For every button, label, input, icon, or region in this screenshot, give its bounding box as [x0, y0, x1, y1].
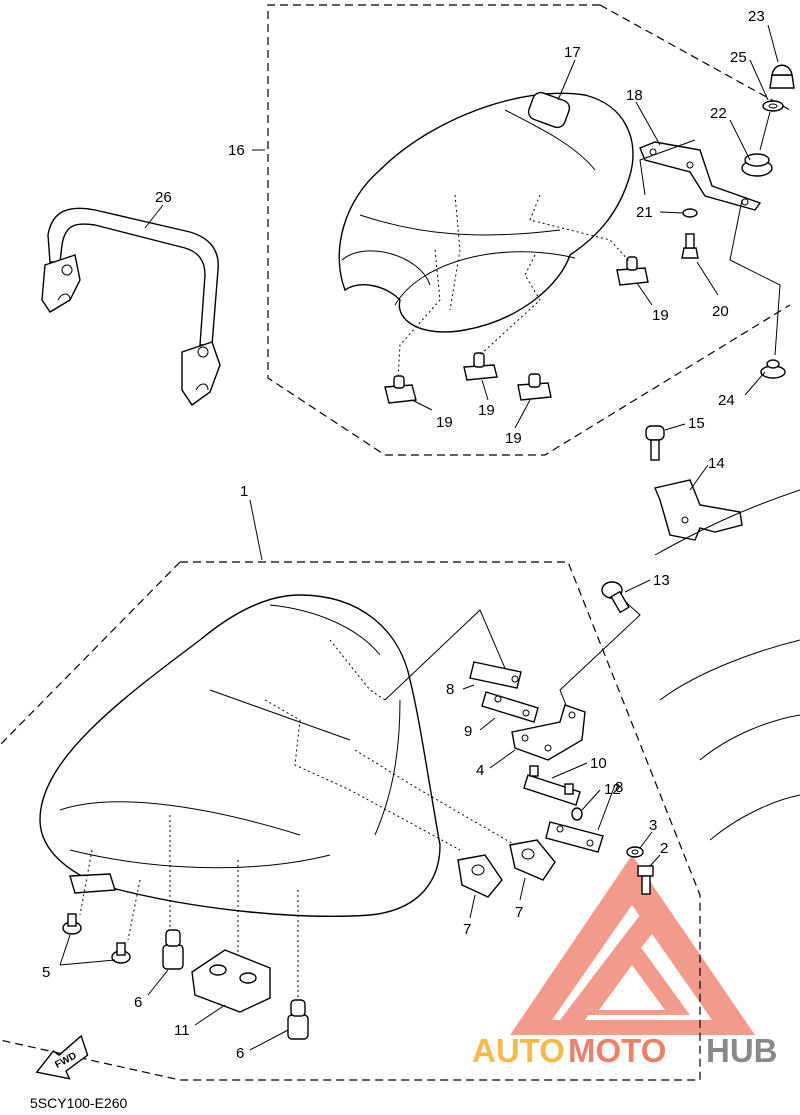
fender-outline-1 [659, 639, 800, 701]
plate-10 [523, 765, 581, 806]
callout-23: 23 [748, 8, 765, 25]
washer-21 [682, 208, 698, 218]
callout-17: 17 [564, 44, 581, 61]
callout-19-c: 19 [505, 430, 522, 447]
callout-3: 3 [649, 817, 657, 834]
bolt-5-a [62, 913, 82, 935]
washer-25 [762, 100, 784, 112]
link-8a [329, 639, 386, 701]
fender-outline-3 [709, 794, 800, 841]
callout-6-a: 6 [134, 994, 142, 1011]
clip-19-a [384, 375, 417, 404]
plate-8-upper [469, 661, 522, 689]
collar-12 [571, 807, 583, 821]
link-5b [127, 879, 141, 941]
callout-12: 12 [604, 781, 621, 798]
link-19b [479, 254, 541, 356]
callout-24: 24 [718, 392, 735, 409]
grab-bar-26 [41, 207, 221, 406]
bolt-13 [601, 581, 630, 614]
plate-9 [481, 691, 539, 723]
clip-7-a [457, 854, 503, 898]
clip-7-b [509, 839, 556, 881]
watermark-auto: AUTO [472, 1032, 565, 1069]
callout-16: 16 [228, 142, 245, 159]
callout-4: 4 [476, 762, 484, 779]
rear-seat [338, 91, 634, 333]
callout-19-d: 19 [652, 307, 669, 324]
fender-outline-2 [699, 714, 800, 761]
acorn-nut-23 [769, 64, 795, 89]
diagram-code: 5SCY100-E260 [30, 1095, 128, 1111]
bolt-20 [681, 233, 699, 259]
bolt-2 [637, 865, 654, 895]
rear-fender-edge [654, 489, 800, 556]
main-seat-boundary-edge [0, 561, 181, 746]
callout-26: 26 [155, 189, 172, 206]
link-5a [79, 849, 93, 916]
callout-5: 5 [42, 964, 50, 981]
damper-11 [191, 949, 271, 1013]
damper-6-b [287, 999, 309, 1040]
callout-10: 10 [590, 755, 607, 772]
callout-18: 18 [626, 87, 643, 104]
clip-19-d [616, 256, 649, 286]
clip-19-b [463, 352, 498, 381]
rear-seat-group-boundary [267, 4, 791, 456]
link-19a [449, 194, 461, 311]
link-8b [384, 609, 511, 701]
plate-8-lower [545, 821, 604, 853]
watermark-logo [510, 855, 755, 1035]
forward-arrow-icon [35, 1034, 89, 1080]
bracket-14 [654, 479, 743, 541]
rear-seat-boundary-edge [599, 4, 791, 111]
washer-3 [626, 846, 644, 858]
callout-13: 13 [653, 572, 670, 589]
bracket-4 [511, 704, 586, 761]
leader-lines [59, 24, 779, 1051]
link-19a-2 [397, 249, 441, 379]
main-seat-group-boundary [0, 561, 701, 1081]
link-7b [354, 749, 516, 846]
callout-14: 14 [708, 455, 725, 472]
callout-9: 9 [464, 723, 472, 740]
main-seat [39, 594, 441, 917]
watermark-moto: MOTO [568, 1032, 666, 1069]
grommet-24 [760, 359, 786, 379]
callout-8-b: 8 [615, 779, 623, 796]
link-13 [559, 594, 641, 716]
callout-7-b: 7 [515, 904, 523, 921]
callout-25: 25 [730, 49, 747, 66]
callout-11: 11 [174, 1022, 190, 1039]
callout-1: 1 [240, 483, 248, 500]
callout-22: 22 [710, 105, 727, 122]
bolt-5-b [111, 942, 131, 964]
watermark-hub: HUB [706, 1032, 778, 1069]
bolt-15 [645, 425, 665, 461]
callout-6-b: 6 [236, 1045, 244, 1062]
link-18 [639, 139, 696, 196]
callout-2: 2 [660, 840, 668, 857]
callout-21: 21 [636, 204, 653, 221]
callout-19-b: 19 [478, 402, 495, 419]
link-25 [759, 111, 771, 151]
callout-20: 20 [712, 303, 729, 320]
bracket-18 [639, 141, 762, 211]
callout-8-a: 8 [446, 681, 454, 698]
callout-7-a: 7 [463, 921, 471, 938]
grommet-22 [741, 153, 773, 177]
clip-19-c [517, 373, 552, 401]
link-24 [729, 199, 781, 356]
callout-15: 15 [688, 415, 705, 432]
damper-6-a [162, 929, 184, 970]
link-7a [264, 699, 461, 851]
callout-19-a: 19 [436, 414, 453, 431]
